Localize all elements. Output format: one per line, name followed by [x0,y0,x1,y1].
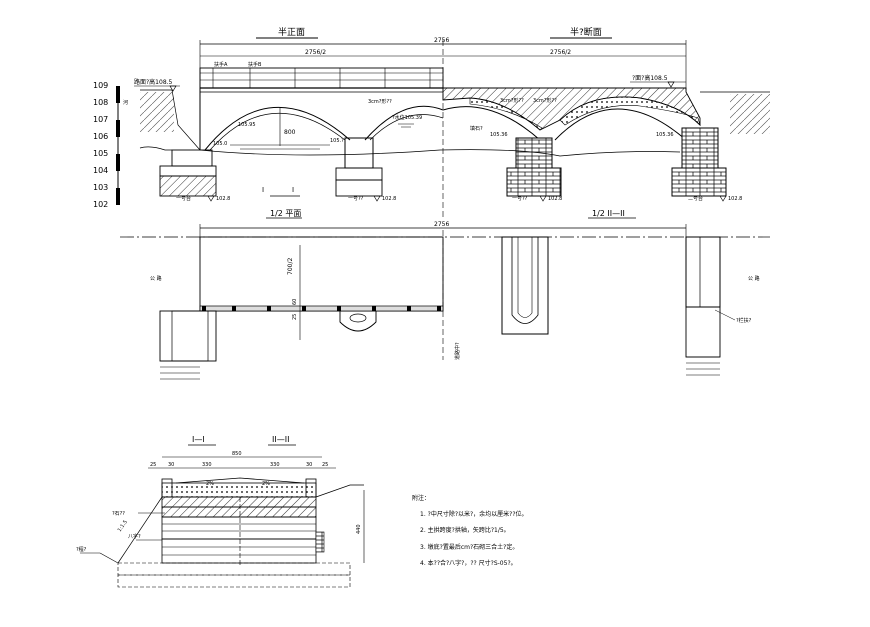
section-label-a: ?石?? [112,511,125,517]
arch-left-elev: 105.95 [238,122,256,128]
plan-half-width: 700/2 [287,258,294,275]
level-tick: 103 [93,183,108,192]
railing: 扶手A 扶手B [199,61,444,89]
elevation-half-right: 2756/2 [550,49,571,56]
section-title-left: I—I [192,435,205,444]
notes-heading: 附注： [412,494,430,502]
spring-far-right: 105.36 [656,132,674,138]
infill-label: 填石? [470,125,483,132]
rail-note: ?栏扶? [736,317,752,324]
level-tick: 109 [93,81,108,90]
plan-span-total: 2756 [434,221,449,228]
note-item: 3. 墩底?置最后cm?石砌三合土?定。 [420,543,518,551]
section-dim: 30 [306,462,312,468]
level-tick: 108 [93,98,108,107]
plan-dim-small: 60 [292,299,298,305]
water-level: ?水位105.39 [392,114,422,121]
level-scale: 109 108 107 106 105 104 103 102 [93,81,120,209]
wall-mid-label-2: 3cm?形?? [533,97,557,104]
abutment-right-steps [686,356,720,376]
level-tick: 106 [93,132,108,141]
rail-posts [202,306,441,311]
abutment-left-steps [160,360,200,380]
note-item: 4. 本??合?八字?，?? 尺寸?S-05?。 [420,559,517,567]
base-far-right: 102.8 [728,196,742,202]
wall-mid-label: 3cm?形?? [500,97,524,104]
notes-block: 附注： 1. ?中尺寸除?以米?，余均以厘米??位。 2. 主拱跨度?拱轴，矢跨… [412,494,528,567]
left-deck-level: 路面?高108.5 [134,78,173,86]
elevation-span-total: 2756 [434,37,449,44]
section-label-d: ?程? [76,546,87,553]
spring-left: 105.0 [213,141,227,147]
crown-height: 800 [284,129,296,136]
plan-title-left: 1/2 平面 [270,209,301,218]
cross-section: I—I II—II 850 25 30 330 330 30 25 2% 2% [76,435,365,588]
spring-mid: 105.? [330,138,344,144]
plan-dim-small-2: 25 [292,314,298,320]
elevation-title-left: 半正面 [278,26,305,38]
bridge-right-half: 填石? 3cm?形?? 3cm?形?? 105.36 105.36 [442,87,727,197]
section-title-right: II—II [272,435,289,444]
spring-right: 105.36 [490,132,508,138]
section-label-b: 八字? [128,533,141,540]
elevation-half-left: 2756/2 [305,49,326,56]
rail-b-label: 扶手B [248,61,262,68]
right-deck-level: ?面?高108.5 [632,74,668,82]
road-right-label: 公 路 [748,275,760,282]
section-cut-mark: I [262,186,264,194]
road-left-label: 公 路 [150,275,162,282]
section-dim: 330 [270,462,280,468]
section-dim: 330 [202,462,212,468]
level-tick: 107 [93,115,108,124]
wall-left-label: 3cm?形?? [368,98,392,105]
elevation-view: 半正面 半?断面 2756 2756/2 2756/2 109 108 107 … [93,26,770,220]
section-cut-mark-2: I [292,186,294,194]
section-dim: 25 [150,462,156,468]
level-tick: 105 [93,149,108,158]
section-label-c: 1:1.5 [117,519,129,533]
base-mid: 102.8 [382,196,396,202]
level-tick: 102 [93,200,108,209]
pier-label-2: 一号?? [512,196,528,202]
base-right: 102.8 [548,196,562,202]
section-dim: 25 [322,462,328,468]
elevation-title-right: 半?断面 [570,26,602,38]
section-width-total: 850 [232,451,242,457]
note-item: 2. 主拱跨度?拱轴，矢跨比?1/5。 [420,526,510,534]
bridge-left-half: 800 105.95 ?水位105.39 3cm?形?? 105.0 105.? [159,87,444,197]
plan-view: 1/2 平面 1/2 II—II 2756 700/2 60 25 [120,209,770,380]
section-height: 440 [356,524,362,534]
axis-label: 道路中? [454,342,461,360]
abutment-left-label: 一号台 [176,195,191,202]
rail-a-label: 扶手A [214,61,228,68]
river-label: 河 [123,99,128,106]
base-left: 102.8 [216,196,230,202]
pier-label: 一号?? [348,196,364,202]
abutment-right-label: 二号台 [688,195,703,202]
section-dim: 30 [168,462,174,468]
note-item: 1. ?中尺寸除?以米?，余均以厘米??位。 [420,510,528,518]
slope-left: 2% [206,481,214,487]
plan-title-right: 1/2 II—II [592,209,625,218]
level-tick: 104 [93,166,108,175]
slope-right: 2% [262,481,270,487]
